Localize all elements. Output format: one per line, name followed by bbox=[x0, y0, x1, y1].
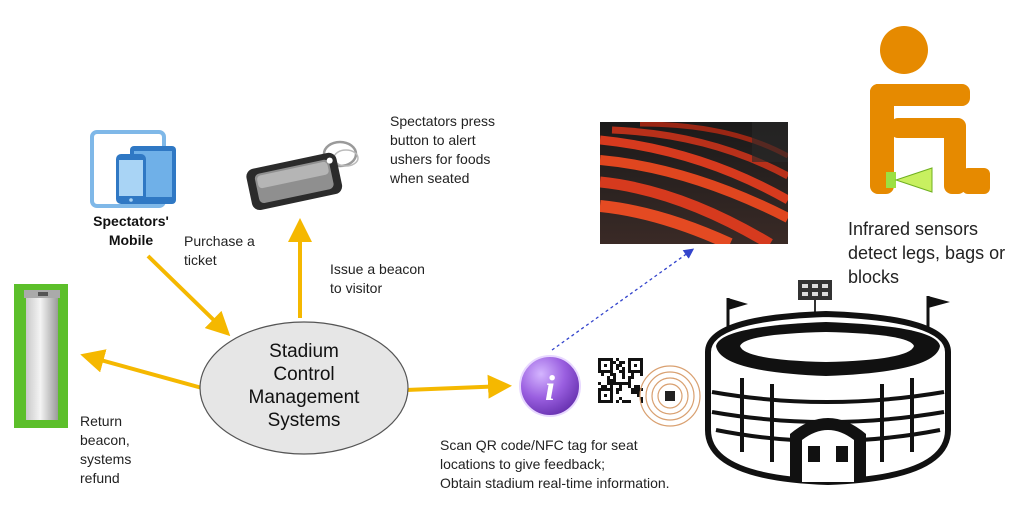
dotted-arrow-info-to-seats bbox=[551, 248, 695, 351]
edge-label-purchase: Purchase a ticket bbox=[184, 233, 255, 268]
arrow-mobile-to-hub bbox=[146, 254, 231, 337]
beacon-note: Spectators press button to alert ushers … bbox=[390, 113, 496, 186]
nfc-tag-icon bbox=[639, 365, 701, 427]
edge-label-issue: Issue a beacon to visitor bbox=[330, 261, 425, 296]
theater-seats-photo bbox=[600, 122, 788, 244]
edge-label-return: Return beacon, systems refund bbox=[80, 413, 132, 486]
hub-ellipse bbox=[199, 321, 409, 455]
hub-label: Stadium Control Management Systems bbox=[248, 341, 360, 431]
seated-person-icon bbox=[870, 26, 990, 194]
kiosk-pillar-icon bbox=[14, 284, 68, 428]
info-icon: i bbox=[519, 355, 581, 417]
mobile-label: Spectators' Mobile bbox=[93, 213, 169, 248]
stadium-icon bbox=[705, 280, 951, 486]
infrared-sensor-icon bbox=[886, 167, 933, 193]
qr-code-icon bbox=[596, 356, 645, 405]
arrow-hub-to-pillar bbox=[80, 349, 203, 390]
arrow-hub-to-info bbox=[405, 374, 512, 399]
svg-text:i: i bbox=[545, 368, 555, 408]
scan-note: Scan QR code/NFC tag for seat locations … bbox=[440, 437, 670, 491]
sensor-note: Infrared sensors detect legs, bags or bl… bbox=[848, 219, 1006, 287]
beacon-keychain-icon bbox=[246, 140, 359, 211]
tablet-phone-icon bbox=[90, 130, 176, 208]
